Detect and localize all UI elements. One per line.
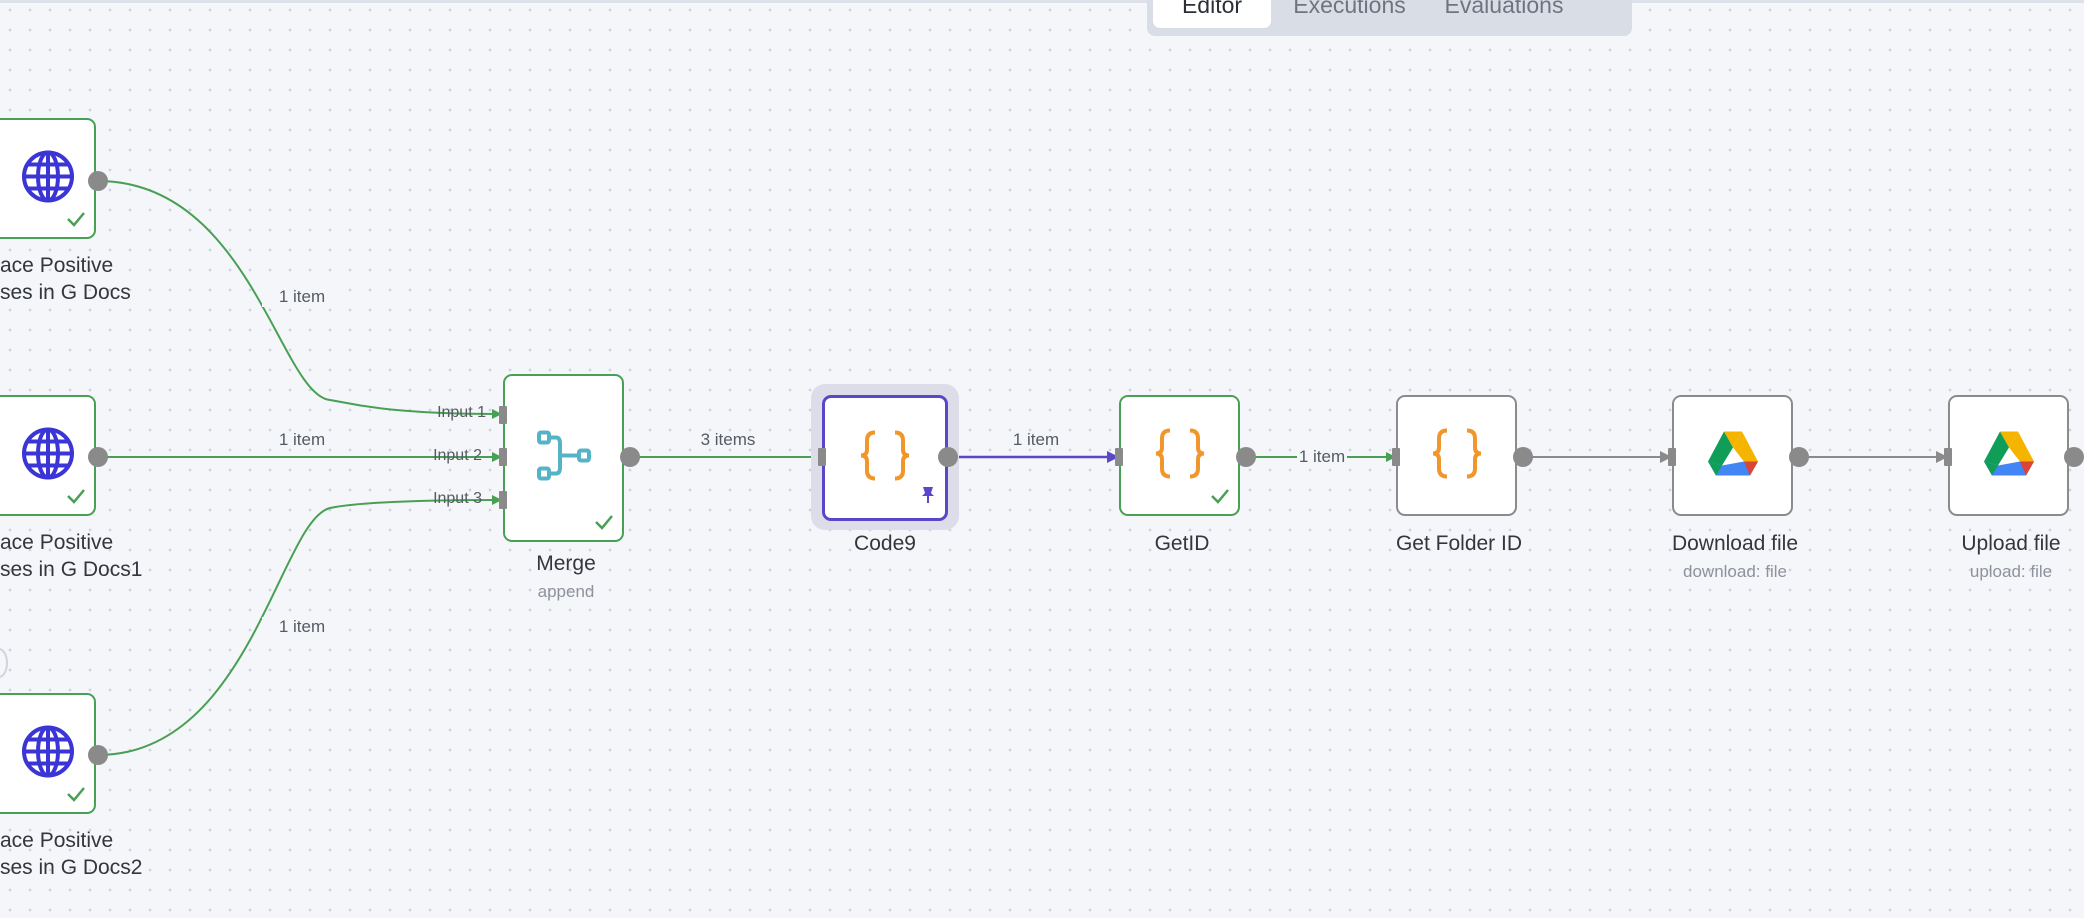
tab-executions[interactable]: Executions	[1293, 0, 1406, 18]
globe-icon	[20, 425, 76, 486]
code-braces-icon	[1152, 425, 1208, 486]
edge-label-code9-getid: 1 item	[1012, 430, 1060, 449]
globe-icon	[20, 723, 76, 784]
merge-icon	[536, 428, 592, 489]
output-port[interactable]	[88, 447, 108, 467]
edge-label-merge-code9: 3 items	[700, 430, 756, 449]
input-port[interactable]	[1944, 448, 1952, 466]
output-port[interactable]	[1789, 447, 1809, 467]
input-port[interactable]	[1392, 448, 1400, 466]
input-port[interactable]	[1115, 448, 1123, 466]
node-merge[interactable]	[503, 374, 624, 542]
edge-http3-merge	[97, 495, 502, 756]
output-port[interactable]	[88, 171, 108, 191]
tab-evaluations[interactable]: Evaluations	[1444, 0, 1564, 18]
edge-label-http1: 1 item	[262, 287, 342, 307]
view-tab-bar: Editor Executions Evaluations	[1147, 0, 1632, 36]
tab-editor[interactable]: Editor	[1153, 0, 1271, 28]
node-http-request-2[interactable]	[0, 395, 96, 516]
success-check-icon	[66, 488, 86, 509]
node-subtitle: append	[537, 582, 595, 601]
output-port[interactable]	[88, 745, 108, 765]
edge-label-getid-getfolder: 1 item	[1297, 447, 1347, 467]
input-port-3[interactable]	[499, 491, 507, 509]
node-label: GetID	[1154, 532, 1210, 555]
google-drive-icon	[1706, 429, 1760, 482]
node-subtitle: download: file	[1683, 562, 1787, 581]
node-code9[interactable]	[822, 395, 948, 521]
success-check-icon	[66, 211, 86, 232]
edge-label-http3: 1 item	[262, 617, 342, 637]
input-label-2: Input 2	[433, 447, 482, 464]
output-port[interactable]	[938, 447, 958, 467]
node-http-request-3[interactable]	[0, 693, 96, 814]
globe-icon	[20, 148, 76, 209]
code-braces-icon	[1429, 425, 1485, 486]
edge-http1-merge	[97, 180, 502, 419]
node-subtitle: upload: file	[1969, 562, 2053, 581]
output-port[interactable]	[620, 447, 640, 467]
input-label-1: Input 1	[437, 404, 486, 421]
edge-label-http2: 1 item	[278, 430, 326, 449]
success-check-icon	[1210, 488, 1230, 509]
input-port[interactable]	[818, 448, 826, 466]
node-label: Upload file	[1961, 532, 2061, 555]
output-port[interactable]	[1513, 447, 1533, 467]
google-drive-icon	[1982, 429, 2036, 482]
node-label: Download file	[1671, 532, 1799, 555]
node-label: Merge	[536, 552, 596, 575]
success-check-icon	[66, 786, 86, 807]
node-getid[interactable]	[1119, 395, 1240, 516]
node-label: Code9	[854, 532, 916, 555]
success-check-icon	[594, 514, 614, 535]
node-label: Get Folder ID	[1395, 532, 1523, 555]
output-port[interactable]	[2064, 447, 2084, 467]
node-http-request-1[interactable]	[0, 118, 96, 239]
node-download-file[interactable]	[1672, 395, 1793, 516]
code-braces-icon	[857, 428, 913, 489]
input-label-3: Input 3	[433, 490, 482, 507]
output-port[interactable]	[1236, 447, 1256, 467]
node-get-folder-id[interactable]	[1396, 395, 1517, 516]
input-port-2[interactable]	[499, 448, 507, 466]
pin-icon	[920, 486, 936, 509]
input-port[interactable]	[1668, 448, 1676, 466]
input-port-1[interactable]	[499, 406, 507, 424]
canvas-top-border	[0, 0, 2084, 3]
node-upload-file[interactable]	[1948, 395, 2069, 516]
